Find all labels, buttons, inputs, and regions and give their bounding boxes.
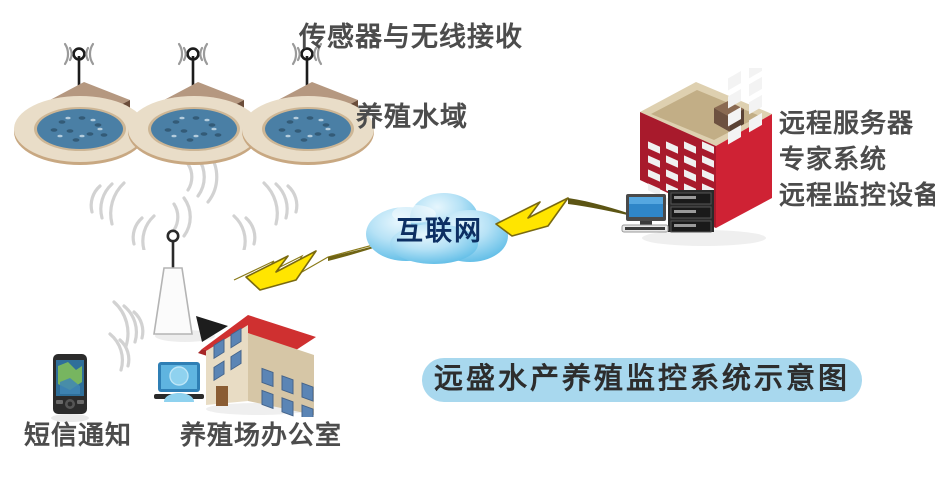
wifi-waves-ponds: [89, 150, 299, 250]
label-remote-monitor: 远程监控设备: [779, 180, 935, 210]
aquaculture-pond-3[interactable]: [238, 30, 408, 170]
diagram-title-banner: 远盛水产养殖监控系统示意图: [422, 358, 862, 402]
wifi-waves-sms: [108, 300, 145, 372]
aquaculture-pond-1[interactable]: [10, 30, 180, 170]
label-office: 养殖场办公室: [180, 420, 343, 450]
sensor-antenna-icon: [63, 42, 95, 102]
data-center-building[interactable]: [618, 68, 788, 248]
pond-basin: [128, 96, 260, 165]
pond-basin: [242, 96, 374, 165]
label-sensors: 传感器与无线接收: [299, 22, 523, 52]
label-remote-server: 远程服务器: [779, 108, 915, 138]
label-sms: 短信通知: [24, 420, 133, 450]
user-avatar-icon: [164, 366, 194, 402]
pond-basin: [14, 96, 146, 165]
office-workstation[interactable]: [152, 358, 206, 414]
label-expert-system: 专家系统: [779, 144, 888, 174]
label-ponds: 养殖水域: [356, 102, 468, 132]
wireless-base-station[interactable]: [140, 218, 250, 348]
monitor-icon: [621, 194, 669, 233]
uplink-bolt-right: [495, 197, 642, 237]
server-rack-icon: [668, 190, 714, 233]
diagram-title: 远盛水产养殖监控系统示意图: [433, 362, 850, 395]
internet-cloud[interactable]: 互联网: [362, 188, 517, 266]
farm-office-house[interactable]: [192, 305, 322, 417]
aquaculture-pond-2[interactable]: [124, 30, 294, 170]
sms-phone[interactable]: [46, 352, 94, 424]
